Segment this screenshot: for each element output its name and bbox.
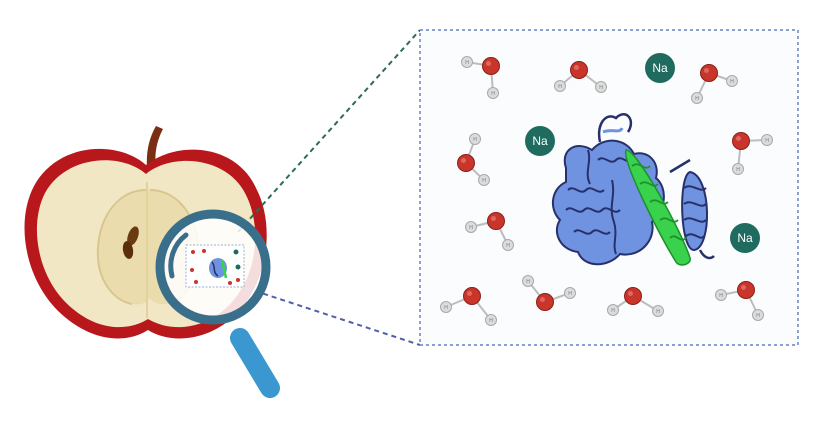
hydrogen-label: H [465, 60, 469, 66]
hydrogen-label: H [482, 178, 486, 184]
hydrogen-label: H [611, 308, 615, 314]
water-molecule-icon: HH [691, 64, 738, 104]
zoom-connector-lower [245, 287, 421, 346]
hydrogen-label: H [444, 305, 448, 311]
hydrogen-atom [691, 92, 703, 104]
sodium-label: Na [737, 231, 753, 245]
apple-stem [146, 126, 163, 168]
hydrogen-atom [761, 134, 773, 146]
magnifier-ring [155, 209, 271, 325]
hydrogen-label: H [491, 91, 495, 97]
oxygen-atom [700, 64, 718, 82]
hydrogen-label: H [489, 318, 493, 324]
hydrogen-atom [715, 289, 727, 301]
oxygen-atom [463, 287, 481, 305]
oxygen-atom [457, 154, 475, 172]
magnifying-glass-icon [155, 209, 280, 398]
hydrogen-atom [522, 275, 534, 287]
hydrogen-label: H [719, 293, 723, 299]
apple-seed [122, 241, 134, 259]
magnifier-handle [230, 328, 280, 398]
hydrogen-atom [554, 80, 566, 92]
hydrogen-label: H [469, 225, 473, 231]
oxygen-atom [570, 61, 588, 79]
hydrogen-atom [595, 81, 607, 93]
sodium-label: Na [532, 134, 548, 148]
hydrogen-atom [726, 75, 738, 87]
hydrogen-label: H [506, 243, 510, 249]
hydrogen-atom [564, 287, 576, 299]
hydrogen-label: H [765, 138, 769, 144]
hydrogen-atom [461, 56, 473, 68]
sodium-label: Na [652, 61, 668, 75]
hydrogen-label: H [730, 79, 734, 85]
hydrogen-atom [485, 314, 497, 326]
lens-preview [185, 244, 245, 288]
oxygen-atom [624, 287, 642, 305]
oxygen-atom [732, 132, 750, 150]
oxygen-atom [737, 281, 755, 299]
hydrogen-atom [607, 304, 619, 316]
water-molecule-icon: HH [461, 56, 500, 99]
hydrogen-label: H [526, 279, 530, 285]
hydrogen-label: H [599, 85, 603, 91]
hydrogen-label: H [473, 137, 477, 143]
hydrogen-label: H [736, 167, 740, 173]
water-molecule-icon: HH [465, 212, 514, 251]
oxygen-atom [482, 57, 500, 75]
hydrogen-atom [478, 174, 490, 186]
oxygen-atom [487, 212, 505, 230]
hydrogen-label: H [656, 309, 660, 315]
sodium-ion-icon: Na [525, 126, 555, 156]
hydrogen-atom [440, 301, 452, 313]
sodium-ion-icon: Na [645, 53, 675, 83]
hydrogen-atom [652, 305, 664, 317]
protein-structure-icon [551, 113, 715, 266]
hydrogen-label: H [695, 96, 699, 102]
water-molecule-icon: HH [732, 132, 773, 175]
water-molecule-icon: HH [522, 275, 576, 311]
zoom-connector-upper [237, 29, 421, 233]
hydrogen-atom [469, 133, 481, 145]
hydrogen-atom [502, 239, 514, 251]
water-molecule-icon: HH [457, 133, 490, 186]
hydrogen-atom [752, 309, 764, 321]
oxygen-atom [536, 293, 554, 311]
hydrogen-label: H [568, 291, 572, 297]
sodium-ion-icon: Na [730, 223, 760, 253]
hydrogen-atom [487, 87, 499, 99]
apple-seed [127, 226, 139, 246]
hydrogen-label: H [756, 313, 760, 319]
water-molecule-icon: HH [440, 287, 497, 326]
hydrogen-atom [732, 163, 744, 175]
water-molecule-icon: HH [715, 281, 764, 321]
hydrogen-label: H [558, 84, 562, 90]
hydrogen-atom [465, 221, 477, 233]
